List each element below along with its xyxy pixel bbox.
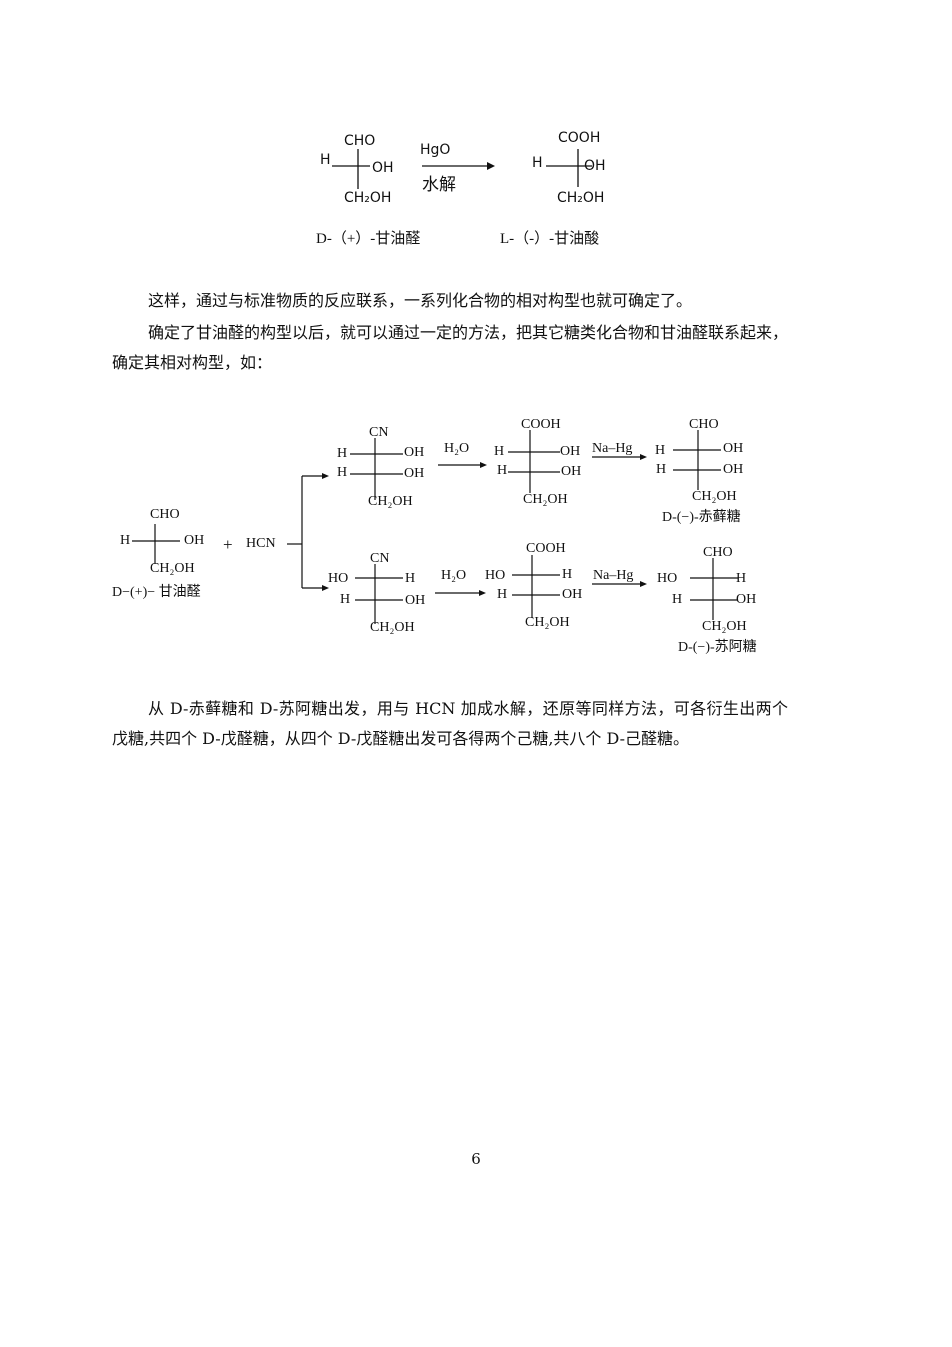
reactant-right-group: OH xyxy=(372,160,394,176)
lower-acid-bottom: CH₂OH xyxy=(525,615,570,630)
lower-nitrile-top: CN xyxy=(370,551,390,566)
lower-nitrile-r1-left: HO xyxy=(328,571,349,586)
start-right-group: OH xyxy=(184,533,205,548)
paragraph-1: 这样，通过与标准物质的反应联系，一系列化合物的相对构型也就可确定了。 xyxy=(148,291,693,310)
lower-nitrile-r1-right: H xyxy=(405,571,416,586)
upper-nitrile-r1-right: OH xyxy=(404,445,425,460)
start-left-group: H xyxy=(120,533,131,548)
lower-arrow1-label: H₂O xyxy=(441,568,467,583)
upper-nitrile-r1-left: H xyxy=(337,446,348,461)
upper-acid-r1-left: H xyxy=(494,444,505,459)
upper-acid-top: COOH xyxy=(521,417,561,432)
reactant-left-group: H xyxy=(320,152,331,168)
upper-arrow2-label: Na–Hg xyxy=(592,441,633,456)
product-caption: L-（-）-甘油酸 xyxy=(500,231,600,247)
lower-acid-r1-right: H xyxy=(562,567,573,582)
upper-arrow1-label: H₂O xyxy=(444,441,470,456)
lower-acid-r2-left: H xyxy=(497,587,508,602)
product-left-group: H xyxy=(532,155,543,171)
start-top-group: CHO xyxy=(150,507,180,522)
upper-sugar-r2-left: H xyxy=(656,462,667,477)
lower-sugar-top: CHO xyxy=(703,545,733,560)
upper-nitrile-r2-left: H xyxy=(337,465,348,480)
figure-glyceraldehyde-oxidation: CHO H OH CH₂OH HgO 水解 COOH H OH CH₂OH D-… xyxy=(300,125,640,255)
product-top-group: COOH xyxy=(558,130,601,146)
lower-sugar-r1-left: HO xyxy=(657,571,678,586)
start-caption: D−(+)− 甘油醛 xyxy=(112,585,201,600)
lower-sugar-r2-right: OH xyxy=(736,592,757,607)
reactant-top-group: CHO xyxy=(344,133,376,149)
upper-nitrile-top: CN xyxy=(369,425,389,440)
lower-sugar-r2-left: H xyxy=(672,592,683,607)
figure-kiliani-fischer: CHO H OH CH₂OH D−(+)− 甘油醛 + HCN CN H OH … xyxy=(100,410,800,670)
paragraph-2: 确定了甘油醛的构型以后，就可以通过一定的方法，把其它糖类化合物和甘油醛联系起来，… xyxy=(112,323,789,372)
product-right-group: OH xyxy=(584,158,606,174)
upper-sugar-top: CHO xyxy=(689,417,719,432)
lower-acid-top: COOH xyxy=(526,541,566,556)
lower-arrow2-label: Na–Hg xyxy=(593,568,634,583)
lower-sugar-caption: D-(−)-苏阿糖 xyxy=(678,640,757,655)
figure1-bonds xyxy=(332,149,592,189)
lower-acid-r1-left: HO xyxy=(485,568,506,583)
reagent-above-arrow: HgO xyxy=(420,142,451,158)
lower-nitrile-bottom: CH₂OH xyxy=(370,620,415,635)
product-bottom-group: CH₂OH xyxy=(557,190,605,206)
lower-nitrile-r2-left: H xyxy=(340,592,351,607)
start-bottom-group: CH₂OH xyxy=(150,561,195,576)
upper-sugar-r2-right: OH xyxy=(723,462,744,477)
lower-sugar-bottom: CH₂OH xyxy=(702,619,747,634)
lower-nitrile-r2-right: OH xyxy=(405,593,426,608)
reagent-below-arrow: 水解 xyxy=(422,175,456,195)
upper-sugar-bottom: CH₂OH xyxy=(692,489,737,504)
upper-acid-r2-left: H xyxy=(497,463,508,478)
upper-nitrile-r2-right: OH xyxy=(404,466,425,481)
upper-sugar-r1-right: OH xyxy=(723,441,744,456)
upper-acid-bottom: CH₂OH xyxy=(523,492,568,507)
upper-nitrile-bottom: CH₂OH xyxy=(368,494,413,509)
figure2-bonds xyxy=(132,430,738,624)
upper-acid-r1-right: OH xyxy=(560,444,581,459)
paragraph-3: 从 D-赤藓糖和 D-苏阿糖出发，用与 HCN 加成水解，还原等同样方法，可各衍… xyxy=(112,699,788,748)
reactant-bottom-group: CH₂OH xyxy=(344,190,392,206)
plus-sign: + xyxy=(223,535,233,554)
lower-sugar-r1-right: H xyxy=(736,571,747,586)
hcn-reagent: HCN xyxy=(246,536,276,551)
lower-acid-r2-right: OH xyxy=(562,587,583,602)
page-number: 6 xyxy=(471,1150,481,1168)
upper-sugar-r1-left: H xyxy=(655,443,666,458)
upper-sugar-caption: D-(−)-赤藓糖 xyxy=(662,510,741,525)
reactant-caption: D-（+）-甘油醛 xyxy=(316,231,421,247)
upper-acid-r2-right: OH xyxy=(561,464,582,479)
